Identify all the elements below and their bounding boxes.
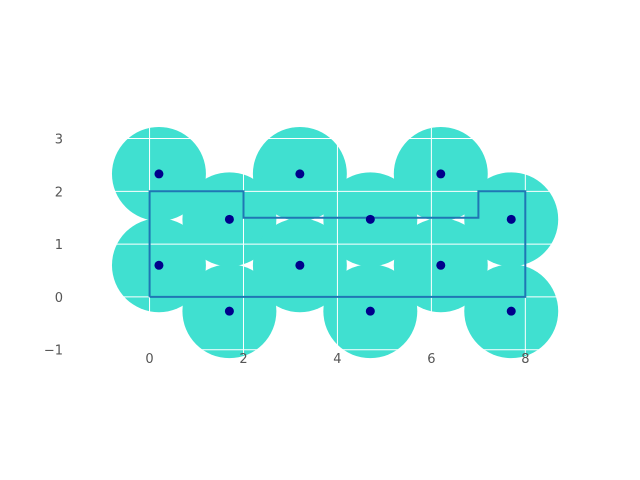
data-point-6 <box>154 260 164 270</box>
data-point-8 <box>436 260 446 270</box>
y-tick-labels: −1 0 1 2 3 <box>44 133 63 359</box>
data-point-1 <box>295 169 305 179</box>
y-tick-label-1: 1 <box>55 238 63 253</box>
outline-shape <box>148 190 527 298</box>
coverage-circles <box>111 126 559 359</box>
data-point-3 <box>224 214 234 224</box>
x-tick-label-4: 4 <box>333 352 341 367</box>
data-point-5 <box>506 214 516 224</box>
data-point-0 <box>154 169 164 179</box>
data-point-11 <box>506 306 516 316</box>
data-point-9 <box>224 306 234 316</box>
x-tick-label-2: 2 <box>239 352 247 367</box>
y-tick-label--1: −1 <box>44 344 63 359</box>
y-tick-label-3: 3 <box>55 133 63 148</box>
data-point-4 <box>365 214 375 224</box>
x-tick-label-8: 8 <box>521 352 529 367</box>
data-points <box>154 169 516 316</box>
data-point-2 <box>436 169 446 179</box>
x-tick-label-0: 0 <box>145 352 153 367</box>
outline-path <box>148 190 527 298</box>
data-point-10 <box>365 306 375 316</box>
y-tick-label-2: 2 <box>55 185 63 200</box>
data-point-7 <box>295 260 305 270</box>
x-tick-labels: 0 2 4 6 8 <box>145 352 529 367</box>
y-tick-label-0: 0 <box>55 291 63 306</box>
x-tick-label-6: 6 <box>427 352 435 367</box>
